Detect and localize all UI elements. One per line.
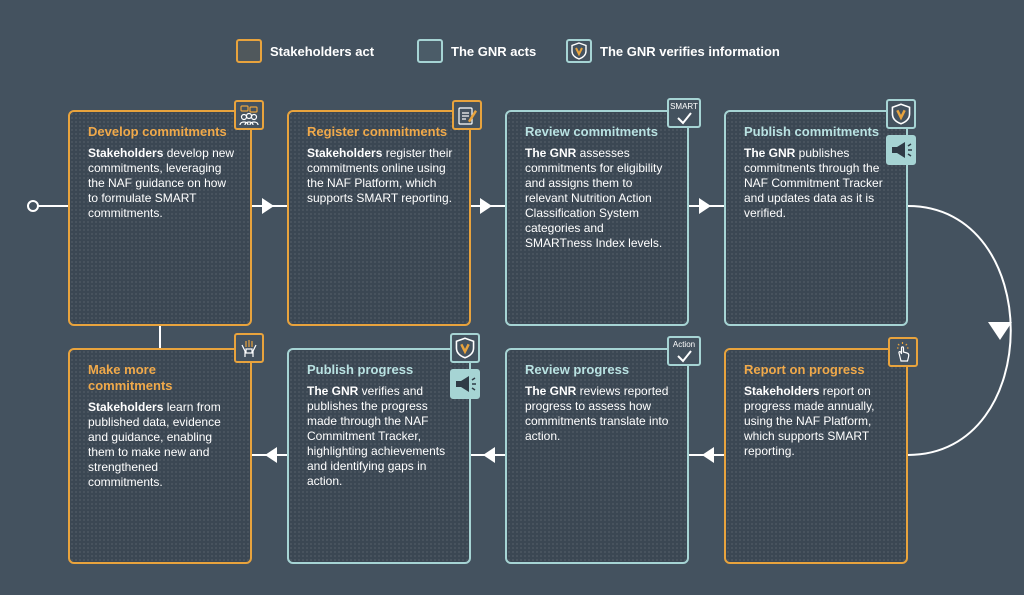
- smart-badge-label: SMART: [670, 102, 698, 111]
- megaphone-icon: [450, 369, 480, 399]
- arrow-right: [262, 198, 274, 214]
- card-title: Publish progress: [307, 362, 414, 377]
- people-chat-icon: [234, 100, 264, 130]
- card-register-commitments: Register commitments Stakeholders regist…: [287, 110, 471, 326]
- pointer-click-icon: [888, 337, 918, 367]
- arrow-left: [483, 447, 495, 463]
- card-develop-commitments: Develop commitments Stakeholders develop…: [68, 110, 252, 326]
- card-title: Make more commitments: [88, 362, 173, 393]
- lightbulb-hands-icon: [234, 333, 264, 363]
- smart-badge: SMART: [667, 98, 701, 128]
- arrow-right: [480, 198, 492, 214]
- megaphone-icon: [886, 135, 916, 165]
- register-form-icon: [452, 100, 482, 130]
- card-body: The GNR assesses commitments for eligibi…: [525, 146, 663, 250]
- legend-stakeholders: Stakeholders act: [236, 38, 374, 64]
- legend-swatch-shield: [566, 39, 592, 63]
- card-title: Review commitments: [525, 124, 658, 139]
- card-body: Stakeholders develop new commitments, le…: [88, 146, 235, 220]
- card-publish-progress: Publish progress The GNR verifies and pu…: [287, 348, 471, 564]
- legend-label: The GNR acts: [451, 43, 537, 59]
- card-body: The GNR reviews reported progress to ass…: [525, 384, 669, 443]
- card-body: Stakeholders report on progress made ann…: [744, 384, 875, 458]
- legend-verifies: The GNR verifies information: [566, 38, 780, 64]
- card-review-progress: Review progress The GNR reviews reported…: [505, 348, 689, 564]
- check-icon: [677, 350, 692, 363]
- action-badge-label: Action: [672, 340, 696, 349]
- check-icon: [677, 112, 692, 125]
- legend-swatch-teal: [417, 39, 443, 63]
- card-title: Register commitments: [307, 124, 448, 139]
- shield-v-icon: [571, 42, 587, 60]
- loop-connector: [907, 205, 1012, 456]
- legend-label: The GNR verifies information: [600, 43, 780, 59]
- arrow-right: [699, 198, 711, 214]
- legend-swatch-orange: [236, 39, 262, 63]
- card-body: Stakeholders register their commitments …: [307, 146, 453, 205]
- card-publish-commitments: Publish commitments The GNR publishes co…: [724, 110, 908, 326]
- card-body: The GNR publishes commitments through th…: [744, 146, 883, 220]
- card-body: Stakeholders learn from published data, …: [88, 400, 221, 489]
- legend-label: Stakeholders act: [270, 43, 375, 59]
- card-review-commitments: Review commitments The GNR assesses comm…: [505, 110, 689, 326]
- shield-v-icon: [886, 99, 916, 129]
- action-badge: Action: [667, 336, 701, 366]
- card-title: Report on progress: [744, 362, 865, 377]
- arrow-left: [265, 447, 277, 463]
- legend-gnr: The GNR acts: [417, 38, 536, 64]
- start-node: [27, 200, 39, 212]
- card-body: The GNR verifies and publishes the progr…: [307, 384, 446, 488]
- card-title: Publish commitments: [744, 124, 880, 139]
- arrow-down: [988, 322, 1012, 340]
- card-title: Develop commitments: [88, 124, 227, 139]
- arrow-left: [702, 447, 714, 463]
- card-title: Review progress: [525, 362, 630, 377]
- shield-v-icon: [450, 333, 480, 363]
- card-report-on-progress: Report on progress Stakeholders report o…: [724, 348, 908, 564]
- card-make-more-commitments: Make more commitments Stakeholders learn…: [68, 348, 252, 564]
